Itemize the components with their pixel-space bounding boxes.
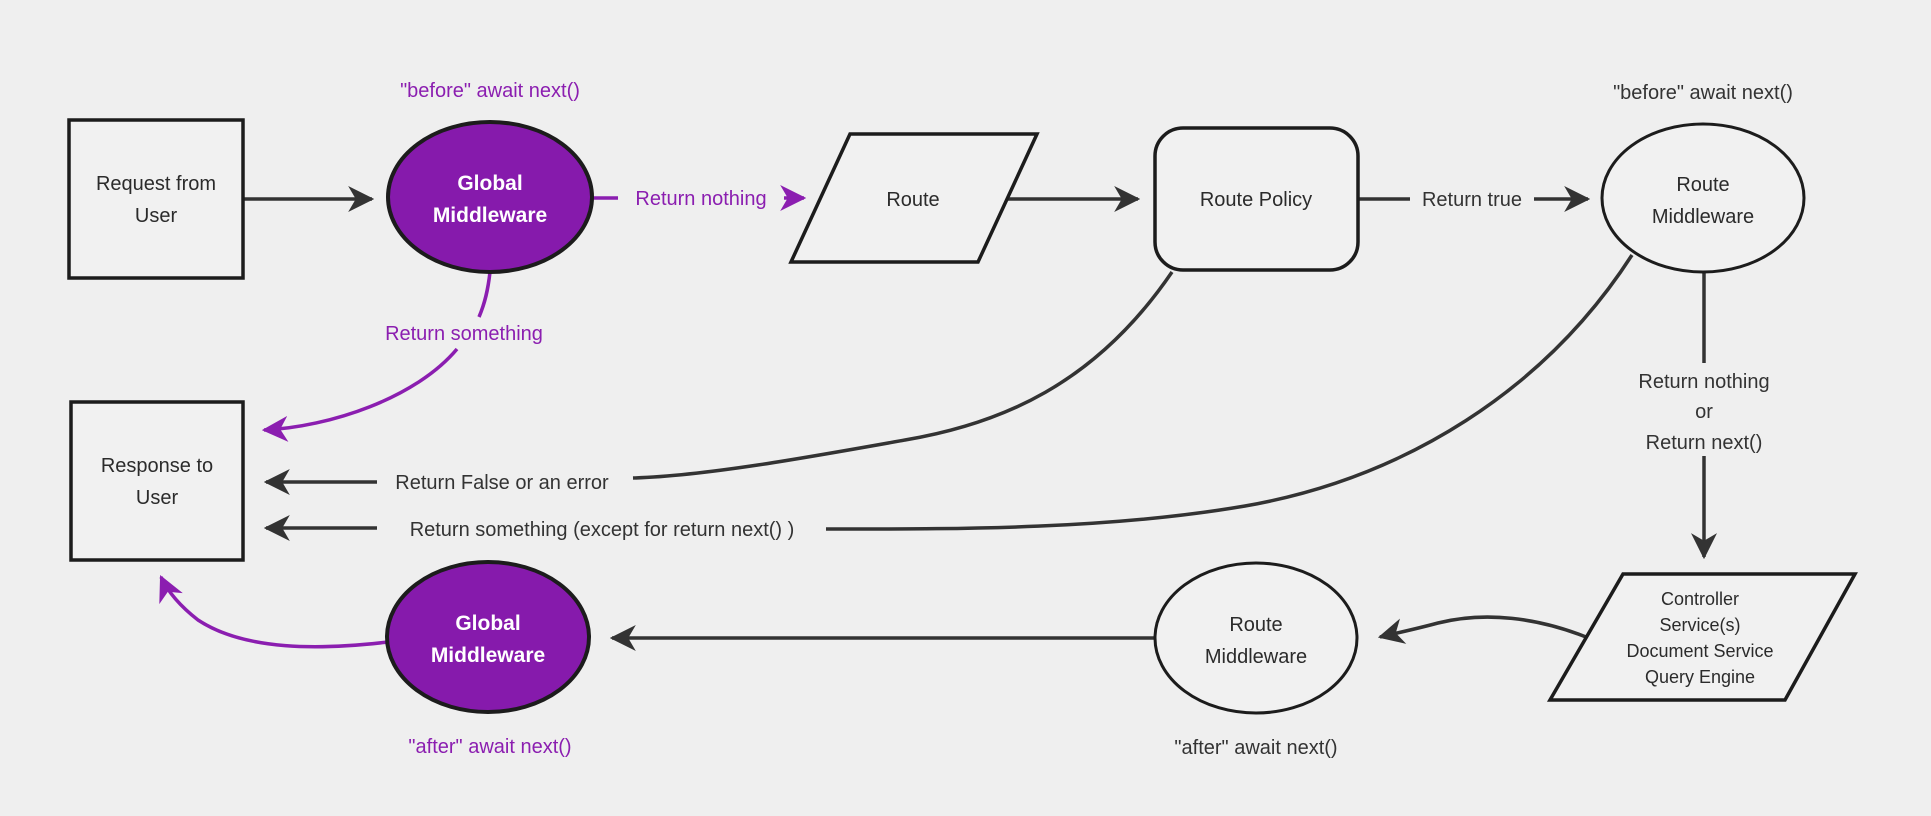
- edge-label-return-nothing-or-line1: Return nothing: [1638, 371, 1769, 393]
- route-middleware-bottom-label-line1: Route: [1229, 614, 1282, 636]
- edge-route-policy-to-response-curve: [632, 271, 1174, 480]
- response-label-line2: User: [136, 487, 179, 509]
- request-label-line2: User: [135, 205, 178, 227]
- edge-label-return-something-except: Return something (except for return next…: [410, 519, 795, 541]
- global-middleware-top-shape: [386, 120, 594, 274]
- route-policy-shape: [1153, 126, 1360, 272]
- node-route-middleware-top: Route Middleware: [1600, 122, 1806, 274]
- annotation-after-await-next-right: "after" await next(): [1174, 737, 1337, 759]
- annotation-after-await-next-left: "after" await next(): [408, 736, 571, 758]
- controller-label-line3: Document Service: [1626, 641, 1773, 661]
- route-middleware-top-label-line2: Middleware: [1652, 206, 1754, 228]
- route-middleware-top-shape: [1600, 122, 1806, 274]
- route-shape: [788, 132, 1040, 264]
- route-middleware-bottom-shape: [1153, 561, 1359, 715]
- edge-controller-to-route-middleware-bottom: [1377, 615, 1587, 644]
- controller-label-line4: Query Engine: [1645, 667, 1755, 687]
- global-middleware-bottom-label-line2: Middleware: [431, 644, 545, 667]
- edge-global-middleware-bottom-to-response: [159, 575, 389, 649]
- route-middleware-bottom-label-line2: Middleware: [1205, 646, 1307, 668]
- route-middleware-top-label-line1: Route: [1676, 174, 1729, 196]
- edge-label-return-something: Return something: [385, 323, 543, 345]
- controller-label-line1: Controller: [1661, 589, 1739, 609]
- global-middleware-bottom-shape: [385, 560, 591, 714]
- annotation-before-await-next-right: "before" await next(): [1613, 82, 1793, 104]
- edge-label-return-nothing-or-line3: Return next(): [1646, 432, 1763, 454]
- controller-label-line2: Service(s): [1659, 615, 1740, 635]
- edge-global-middleware-top-return-something-lower: [261, 347, 459, 442]
- edge-route-middleware-to-response-curve: [825, 254, 1634, 531]
- node-route: Route: [788, 132, 1040, 264]
- global-middleware-top-label-line2: Middleware: [433, 204, 547, 227]
- request-box-shape: [67, 118, 245, 280]
- edge-label-return-nothing-top: Return nothing: [635, 188, 766, 210]
- global-middleware-bottom-label-line1: Global: [455, 612, 520, 635]
- route-policy-label: Route Policy: [1200, 189, 1312, 211]
- node-route-policy: Route Policy: [1153, 126, 1360, 272]
- edge-global-middleware-top-return-something-upper: [477, 271, 492, 318]
- edge-label-return-nothing-or-line2: or: [1695, 401, 1713, 423]
- node-request: Request from User: [67, 118, 245, 280]
- node-global-middleware-top: Global Middleware: [386, 120, 594, 274]
- route-label: Route: [886, 189, 939, 211]
- request-label-line1: Request from: [96, 173, 216, 195]
- node-route-middleware-bottom: Route Middleware: [1153, 561, 1359, 715]
- node-global-middleware-bottom: Global Middleware: [385, 560, 591, 714]
- global-middleware-top-label-line1: Global: [457, 172, 522, 195]
- edge-label-return-true: Return true: [1422, 189, 1522, 211]
- node-controller: Controller Service(s) Document Service Q…: [1546, 572, 1858, 702]
- response-label-line1: Response to: [101, 455, 213, 477]
- controller-shape: [1546, 572, 1858, 702]
- response-box-shape: [69, 400, 245, 562]
- annotation-before-await-next-left: "before" await next(): [400, 80, 580, 102]
- node-response: Response to User: [69, 400, 245, 562]
- edge-label-return-false-or-error: Return False or an error: [395, 472, 609, 494]
